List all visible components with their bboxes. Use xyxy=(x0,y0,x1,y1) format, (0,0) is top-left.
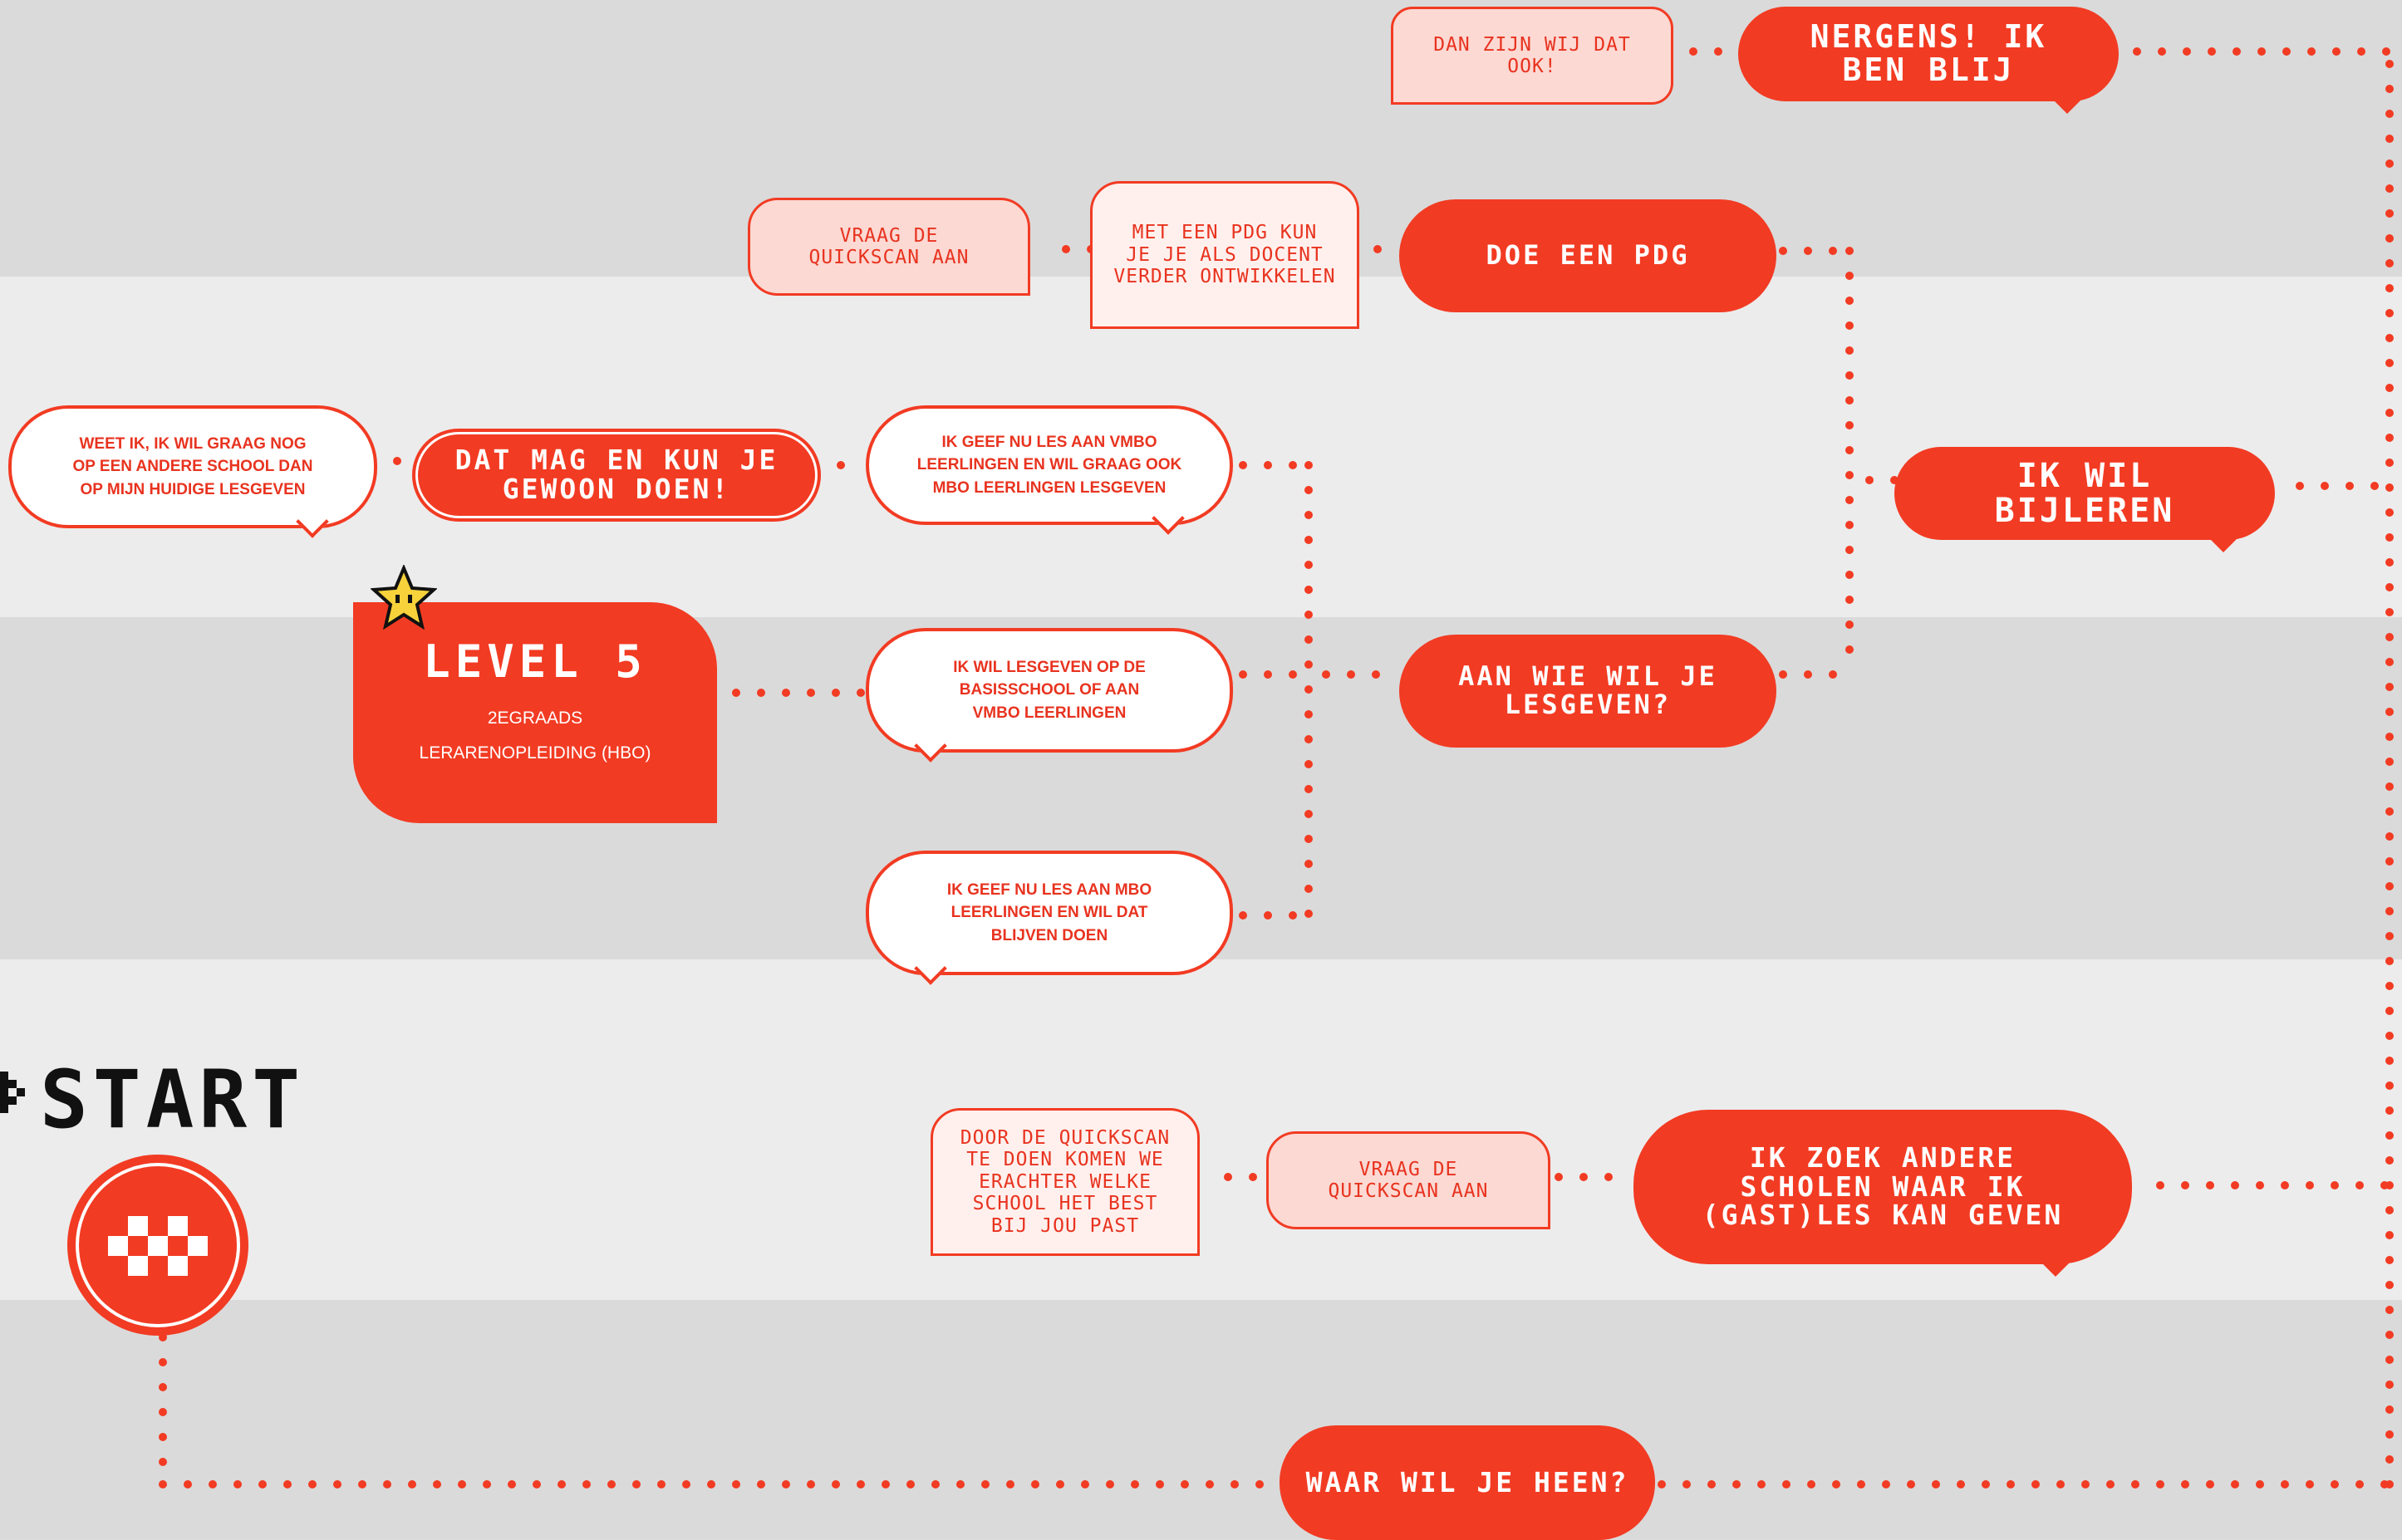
bijleren-line-1: IK WIL xyxy=(2016,457,2153,495)
nergens-line-1: NERGENS! IK xyxy=(1810,18,2047,56)
andere-school-line-1: WEET IK, IK WIL GRAAG NOG xyxy=(79,434,307,453)
door-quickscan-box: DOOR DE QUICKSCAN TE DOEN KOMEN WE ERACH… xyxy=(931,1108,1200,1256)
nergens-bubble[interactable]: NERGENS! IK BEN BLIJ xyxy=(1738,7,2119,114)
background-band-5 xyxy=(0,1300,2402,1538)
dat-mag-line-2: GEWOON DOEN! xyxy=(502,473,731,505)
door-quickscan-line-2: TE DOEN KOMEN WE xyxy=(966,1149,1164,1171)
mbo-blijven-line-1: IK GEEF NU LES AAN MBO xyxy=(946,880,1152,899)
door-quickscan-line-3: ERACHTER WELKE xyxy=(979,1170,1152,1193)
waar-label: WAAR WIL JE HEEN? xyxy=(1305,1465,1629,1498)
mbo-blijven-bubble[interactable]: IK GEEF NU LES AAN MBO LEERLINGEN EN WIL… xyxy=(866,851,1233,985)
quickscan-bottom-line-1: VRAAG DE xyxy=(1358,1158,1458,1180)
zoek-scholen-bubble[interactable]: IK ZOEK ANDERE SCHOLEN WAAR IK (GAST)LES… xyxy=(1633,1110,2132,1277)
andere-school-line-3: OP MIJN HUIDIGE LESGEVEN xyxy=(80,480,306,498)
quickscan-top-box[interactable]: VRAAG DE QUICKSCAN AAN xyxy=(748,198,1030,296)
door-quickscan-line-1: DOOR DE QUICKSCAN xyxy=(960,1126,1171,1149)
andere-school-bubble[interactable]: WEET IK, IK WIL GRAAG NOG OP EEN ANDERE … xyxy=(8,405,377,538)
door-quickscan-line-5: BIJ JOU PAST xyxy=(990,1214,1140,1237)
quickscan-bottom-box[interactable]: VRAAG DE QUICKSCAN AAN xyxy=(1266,1131,1550,1229)
bijleren-line-2: BIJLEREN xyxy=(1994,492,2175,530)
vmbo-mbo-line-3: MBO LEERLINGEN LESGEVEN xyxy=(932,478,1167,497)
vmbo-mbo-line-2: LEERLINGEN EN WIL GRAAG OOK xyxy=(916,456,1182,474)
door-quickscan-line-4: SCHOOL HET BEST xyxy=(972,1193,1158,1215)
basisschool-bubble[interactable]: IK WIL LESGEVEN OP DE BASISSCHOOL OF AAN… xyxy=(866,628,1233,763)
andere-school-line-2: OP EEN ANDERE SCHOOL DAN xyxy=(72,458,313,476)
aan-wie-line-1: AAN WIE WIL JE xyxy=(1458,660,1717,693)
mbo-blijven-line-3: BLIJVEN DOEN xyxy=(990,926,1108,944)
vmbo-mbo-bubble[interactable]: IK GEEF NU LES AAN VMBO LEERLINGEN EN WI… xyxy=(866,405,1233,535)
level-title: LEVEL 5 xyxy=(423,635,647,688)
pdg-info-box: MET EEN PDG KUN JE JE ALS DOCENT VERDER … xyxy=(1090,181,1359,329)
pdg-info-line-3: VERDER ONTWIKKELEN xyxy=(1113,266,1336,288)
quickscan-top-line-2: QUICKSCAN AAN xyxy=(808,247,970,268)
quickscan-bottom-line-2: QUICKSCAN AAN xyxy=(1328,1180,1489,1202)
doe-pdg-label: DOE EEN PDG xyxy=(1486,239,1690,272)
doe-een-pdg-bubble[interactable]: DOE EEN PDG xyxy=(1399,199,1776,312)
zoek-line-3: (GAST)LES KAN GEVEN xyxy=(1702,1199,2064,1232)
pdg-info-line-1: MET EEN PDG KUN xyxy=(1132,222,1318,244)
nergens-line-2: BEN BLIJ xyxy=(1842,51,2015,88)
dat-mag-bubble[interactable]: DAT MAG EN KUN JE GEWOON DOEN! xyxy=(412,429,821,522)
level-card[interactable]: LEVEL 5 2EGRAADS LERARENOPLEIDING (HBO) xyxy=(353,602,717,823)
waar-wil-je-heen-bubble[interactable]: WAAR WIL JE HEEN? xyxy=(1280,1425,1655,1540)
start-button-ring xyxy=(76,1163,240,1327)
pdg-info-line-2: JE JE ALS DOCENT xyxy=(1126,243,1324,266)
vmbo-mbo-line-1: IK GEEF NU LES AAN VMBO xyxy=(941,433,1157,451)
level-sub-1: 2EGRAADS xyxy=(487,709,583,728)
basisschool-line-3: VMBO LEERLINGEN xyxy=(972,704,1127,722)
dan-zijn-wij-box: DAN ZIJN WIJ DAT OOK! xyxy=(1391,7,1673,105)
mbo-blijven-line-2: LEERLINGEN EN WIL DAT xyxy=(950,904,1148,922)
checkered-flag-icon xyxy=(108,1216,208,1276)
basisschool-line-2: BASISSCHOOL OF AAN xyxy=(959,681,1140,699)
dan-zijn-label: DAN ZIJN WIJ DAT OOK! xyxy=(1433,33,1631,77)
dat-mag-line-1: DAT MAG EN KUN JE xyxy=(454,444,779,477)
quickscan-top-line-1: VRAAG DE xyxy=(839,224,939,247)
start-button[interactable] xyxy=(67,1155,248,1336)
basisschool-line-1: IK WIL LESGEVEN OP DE xyxy=(953,658,1146,676)
aan-wie-line-2: LESGEVEN? xyxy=(1504,689,1672,720)
start-label: START xyxy=(40,1053,305,1146)
level-sub-2: LERARENOPLEIDING (HBO) xyxy=(419,743,651,763)
start-arrow-icon xyxy=(0,1072,25,1113)
zoek-line-2: SCHOLEN WAAR IK xyxy=(1740,1170,2026,1203)
aan-wie-bubble[interactable]: AAN WIE WIL JE LESGEVEN? xyxy=(1399,635,1776,748)
ik-wil-bijleren-bubble[interactable]: IK WIL BIJLEREN xyxy=(1894,447,2275,552)
star-icon xyxy=(371,565,437,630)
zoek-line-1: IK ZOEK ANDERE xyxy=(1749,1141,2016,1175)
